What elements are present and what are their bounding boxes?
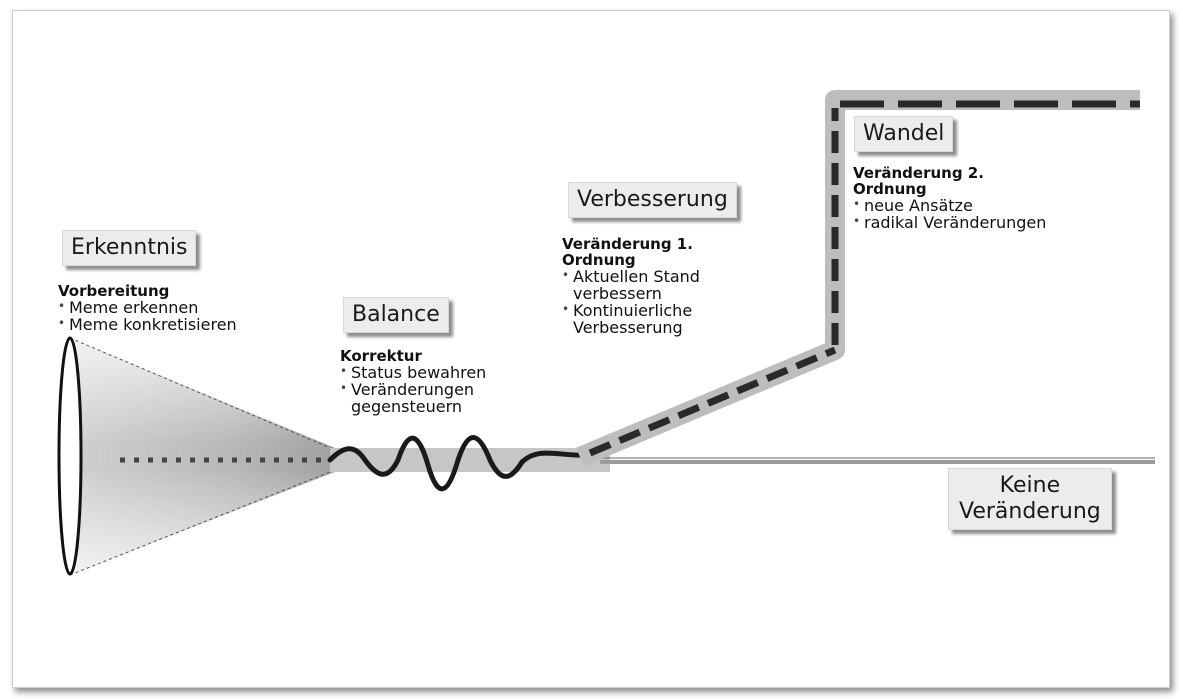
stage-item: radikal Veränderungen [853,213,1113,231]
stage-item: Status bewahren [340,363,540,381]
stage-title-wandel: Wandel [854,116,954,152]
funnel-cone [69,337,341,576]
stage-item: Meme erkennen [58,298,318,316]
balance-wave [327,435,603,492]
funnel-opening [57,336,83,576]
stage-title-keine-veraenderung: Keine Veränderung [948,468,1112,530]
improvement-path [576,90,1140,467]
stage-item: Kontinuierliche Verbesserung [562,301,737,336]
stage-title-verbesserung: Verbesserung [568,182,737,218]
stage-heading-verbesserung: Veränderung 1. Ordnung [562,235,693,269]
keine-line2: Veränderung [959,499,1101,524]
stage-item: neue Ansätze [853,196,1113,214]
stage-heading-balance: Korrektur [340,347,422,365]
stage-title-balance: Balance [343,297,449,333]
stage-item: Veränderungen gegensteuern [340,380,540,416]
stage-item-text: Veränderungen gegensteuern [351,380,475,416]
stage-desc-erkenntnis: Vorbereitung Meme erkennen Meme konkreti… [58,283,318,333]
stage-item: Meme konkretisieren [58,315,318,333]
stage-desc-wandel: Veränderung 2. Ordnung neue Ansätze radi… [853,165,1113,231]
stage-item: Aktuellen Stand verbessern [562,267,737,302]
diagram-frame [12,10,1170,688]
stage-heading-wandel: Veränderung 2. Ordnung [853,164,984,198]
keine-line1: Keine [999,473,1061,498]
stage-title-erkenntnis: Erkenntnis [62,230,197,266]
stage-desc-verbesserung: Veränderung 1. Ordnung Aktuellen Stand v… [562,236,737,336]
stage-desc-balance: Korrektur Status bewahren Veränderungen … [340,348,540,415]
stage-heading-erkenntnis: Vorbereitung [58,282,170,300]
